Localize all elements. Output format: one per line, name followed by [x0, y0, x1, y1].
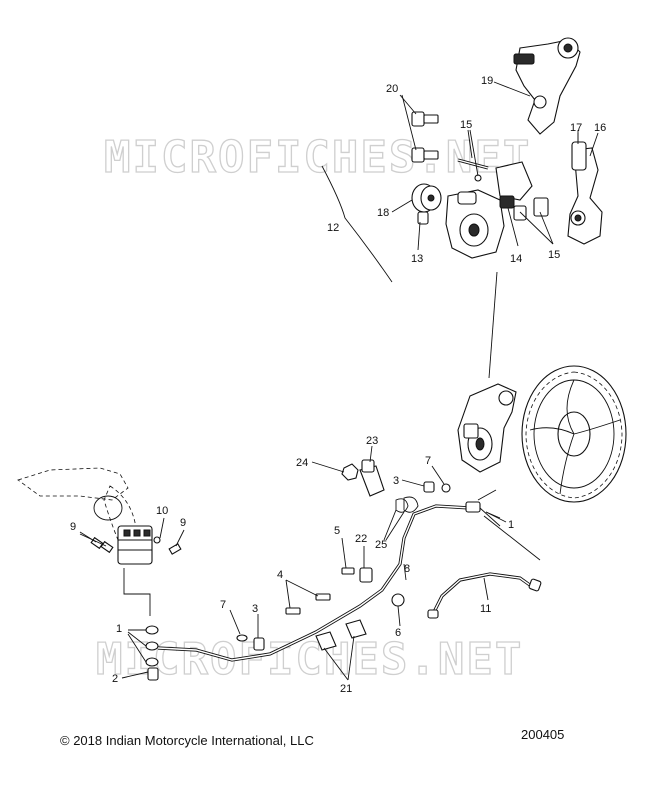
- washer-7-upper: [441, 483, 451, 493]
- callout-16: 16: [594, 122, 606, 134]
- clamp-23: [359, 459, 385, 497]
- diagram-id: 200405: [521, 727, 565, 742]
- callout-1-upper: 1: [508, 519, 514, 531]
- bolts-20: [411, 111, 439, 163]
- callout-7-upper: 7: [425, 455, 431, 467]
- callout-18: 18: [377, 207, 389, 219]
- callout-3-lower: 3: [252, 603, 258, 615]
- guide-line-caliper: [488, 271, 498, 379]
- watermark-bottom: MICROFICHES.NET: [96, 634, 523, 685]
- lower-caliper-assembly: [457, 383, 517, 473]
- spacer-18: [411, 183, 442, 213]
- fitting-3-upper: [423, 481, 435, 493]
- torque-arm-19: [513, 37, 581, 135]
- callout-3-upper: 3: [393, 475, 399, 487]
- callout-1-lower: 1: [116, 623, 122, 635]
- banjo-bolt-2: [147, 667, 159, 681]
- callout-19: 19: [481, 75, 493, 87]
- washers-1-lower: [145, 625, 159, 667]
- brake-line-8: [157, 501, 481, 662]
- callout-11: 11: [480, 603, 491, 615]
- callout-22: 22: [355, 533, 367, 545]
- brake-pads-14: [495, 161, 549, 221]
- brake-lever: [17, 467, 137, 543]
- clips-25: [395, 496, 419, 513]
- caliper-bracket-16: [567, 130, 603, 245]
- callout-23: 23: [366, 435, 378, 447]
- screws-9: [90, 536, 182, 555]
- brace-12: [321, 165, 393, 283]
- callout-14: 14: [510, 253, 522, 265]
- callout-labels: 20 15 19 17 16 12 18 13 14 15 23 24 3 7 …: [70, 75, 606, 695]
- brake-rotor: [521, 365, 627, 503]
- guide-line-master: [123, 568, 151, 616]
- clamp-22: [359, 567, 373, 583]
- callout-25: 25: [375, 539, 387, 551]
- callout-24: 24: [296, 457, 308, 469]
- master-cylinder: [117, 525, 161, 565]
- callout-15-bottom: 15: [548, 249, 560, 261]
- callout-6: 6: [395, 627, 401, 639]
- guide-lines-1: [477, 489, 541, 561]
- callout-9-left: 9: [70, 521, 76, 533]
- callout-4: 4: [277, 569, 283, 581]
- leader-lines: [79, 81, 599, 681]
- callout-9-right: 9: [180, 517, 186, 529]
- callout-12: 12: [327, 222, 339, 234]
- bolts-4: [285, 593, 331, 615]
- brake-line-11: [427, 572, 542, 619]
- watermark-top: MICROFICHES.NET: [104, 132, 531, 183]
- caliper-body: [445, 189, 505, 259]
- callout-7-lower: 7: [220, 599, 226, 611]
- callout-21: 21: [340, 683, 352, 695]
- nut-6: [391, 593, 405, 607]
- washer-7-lower: [236, 634, 248, 642]
- callout-17: 17: [570, 122, 582, 134]
- clips-21: [315, 619, 367, 651]
- copyright-text: © 2018 Indian Motorcycle International, …: [60, 733, 314, 748]
- callout-10: 10: [156, 505, 168, 517]
- callout-8: 8: [404, 563, 410, 575]
- callout-13: 13: [411, 253, 423, 265]
- nut-24: [341, 463, 359, 481]
- callout-15-top: 15: [460, 119, 472, 131]
- bleeder-13: [417, 211, 429, 225]
- callout-5: 5: [334, 525, 340, 537]
- fitting-3-lower: [253, 637, 265, 651]
- callout-20: 20: [386, 83, 398, 95]
- bolt-5: [341, 567, 355, 575]
- callout-2: 2: [112, 673, 118, 685]
